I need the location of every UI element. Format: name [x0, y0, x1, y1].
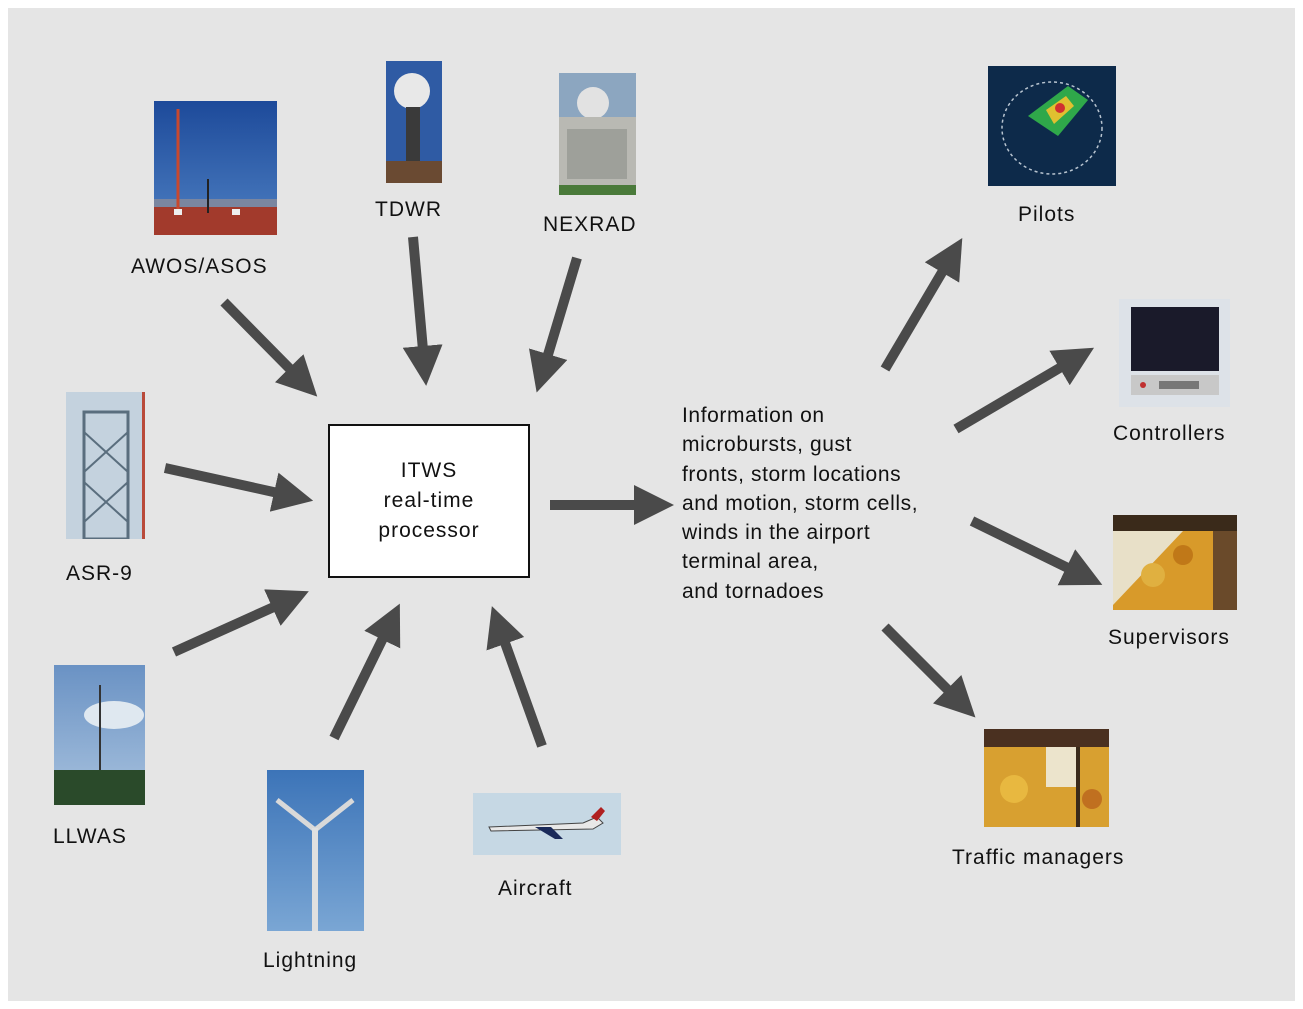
tdwr-photo [386, 61, 442, 183]
arrow-to-pilots [880, 237, 963, 372]
info-line: and motion, storm cells, [682, 491, 919, 515]
info-line: terminal area, [682, 550, 819, 574]
aircraft-photo [473, 793, 621, 855]
processor-line-2: real-time [383, 489, 475, 512]
info-line: microbursts, gust [682, 433, 853, 457]
asr9-label: ASR-9 [66, 562, 133, 585]
tdwr-label: TDWR [375, 198, 442, 221]
traffic-managers-photo [984, 729, 1109, 827]
awos-asos-label: AWOS/ASOS [131, 255, 268, 278]
arrow-awos-to-processor [220, 298, 318, 397]
arrow-asr9-to-processor [163, 463, 314, 512]
nexrad-photo [559, 73, 636, 195]
llwas-label: LLWAS [53, 825, 127, 848]
aircraft-label: Aircraft [498, 877, 573, 900]
arrow-to-controllers [953, 347, 1095, 434]
controllers-label: Controllers [1113, 422, 1226, 445]
arrow-to-traffic-managers [881, 623, 976, 718]
processor-line-1: ITWS [400, 459, 458, 482]
arrow-lightning-to-processor [329, 603, 401, 741]
pilots-label: Pilots [1018, 203, 1076, 226]
arrow-to-supervisors [969, 516, 1103, 586]
llwas-photo [54, 665, 145, 805]
info-line: winds in the airport [682, 521, 871, 545]
arrow-nexrad-to-processor [528, 256, 582, 393]
information-text: Information on microbursts, gust fronts,… [682, 401, 918, 606]
arrow-tdwr-to-processor [402, 236, 443, 386]
supervisors-photo [1113, 515, 1237, 610]
lightning-photo [267, 770, 364, 931]
arrow-aircraft-to-processor [486, 606, 547, 748]
controllers-photo [1119, 299, 1230, 407]
pilots-photo [988, 66, 1116, 186]
awos-asos-photo [154, 101, 277, 235]
info-line: fronts, storm locations [682, 462, 902, 486]
processor-line-3: processor [378, 519, 480, 542]
arrow-llwas-to-processor [171, 589, 309, 657]
nexrad-label: NEXRAD [543, 213, 637, 236]
info-line: and tornadoes [682, 579, 825, 603]
itws-processor-box: ITWS real-time processor [328, 424, 530, 578]
asr9-photo [66, 392, 145, 539]
info-line: Information on [682, 404, 825, 427]
lightning-label: Lightning [263, 949, 358, 972]
supervisors-label: Supervisors [1108, 626, 1230, 649]
traffic-managers-label: Traffic managers [952, 846, 1125, 869]
